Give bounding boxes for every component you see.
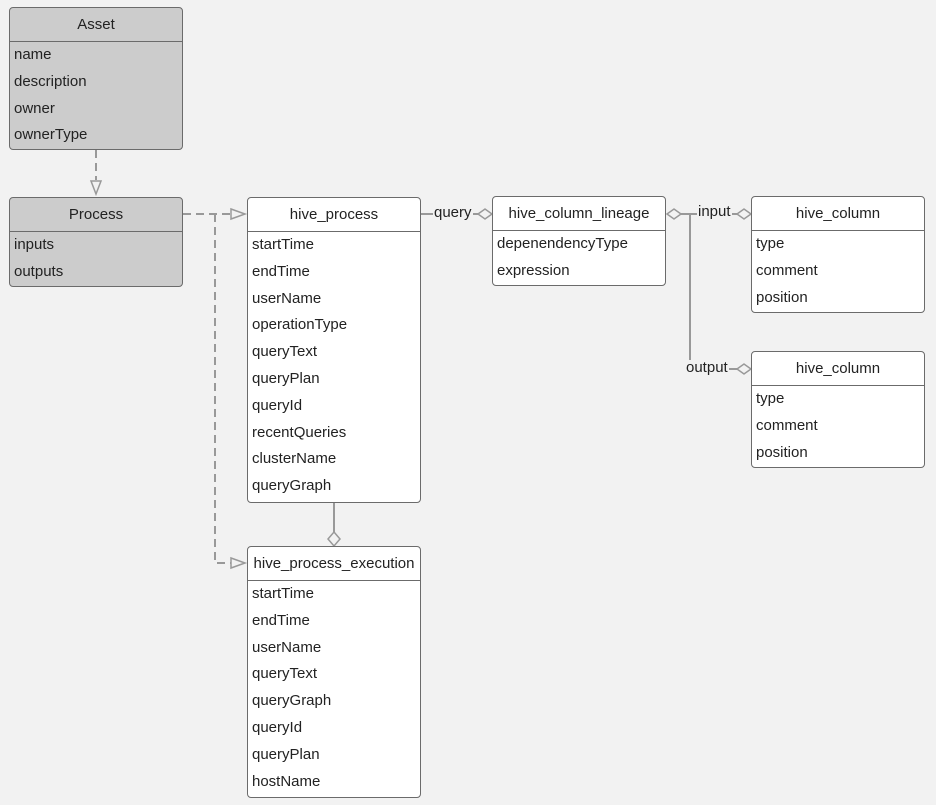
entity-asset-title: Asset [10, 8, 182, 42]
entity-hive-column-output-fields: type comment position [752, 386, 924, 466]
entity-field: queryId [252, 718, 303, 736]
asset-process-inheritance-arrow [89, 180, 103, 197]
entity-field: owner [14, 99, 55, 117]
entity-hive-column-input-title: hive_column [752, 197, 924, 231]
entity-field: startTime [252, 236, 314, 253]
entity-field: type [756, 390, 785, 407]
entity-field: expression [497, 261, 570, 279]
output-connector-line [681, 213, 738, 370]
entity-field: clusterName [252, 450, 337, 468]
entity-asset-fields: name description owner ownerType [10, 42, 182, 149]
entity-field: queryId [252, 396, 303, 414]
entity-field: ownerType [14, 126, 88, 144]
entity-field: outputs [14, 262, 64, 280]
entity-field: recentQueries [252, 423, 347, 441]
entity-field: queryPlan [252, 745, 320, 763]
query-aggregation-diamond [476, 208, 494, 220]
entity-field: operationType [252, 316, 348, 334]
execution-aggregation-diamond [327, 530, 341, 548]
entity-asset[interactable]: Asset name description owner ownerType [9, 7, 183, 150]
entity-hive-column-input[interactable]: hive_column type comment position [751, 196, 925, 313]
entity-process-title: Process [10, 198, 182, 232]
entity-field: queryGraph [252, 692, 332, 710]
entity-field: hostName [252, 772, 321, 790]
entity-field: comment [756, 261, 818, 279]
entity-field: queryPlan [252, 369, 320, 387]
entity-hive-process[interactable]: hive_process startTime endTime userName ope… [247, 197, 421, 503]
entity-field: userName [252, 638, 322, 656]
entity-hive-column-output[interactable]: hive_column type comment position [751, 351, 925, 468]
entity-field: userName [252, 289, 322, 307]
output-aggregation-diamond [735, 363, 753, 375]
entity-field: queryText [252, 665, 318, 683]
process-hive-process-execution-inheritance-line [214, 214, 231, 564]
input-aggregation-diamond-column [735, 208, 753, 220]
entity-hive-process-execution-title: hive_process_execution [248, 547, 420, 581]
process-hive-process-execution-inheritance-arrow [230, 556, 248, 570]
entity-field: startTime [252, 585, 314, 602]
entity-field: position [756, 288, 808, 306]
entity-hive-column-lineage-title: hive_column_lineage [493, 197, 665, 231]
entity-hive-column-output-title: hive_column [752, 352, 924, 386]
entity-hive-process-title: hive_process [248, 198, 420, 232]
input-aggregation-diamond-lineage [665, 208, 683, 220]
entity-field: inputs [14, 236, 55, 253]
query-label: query [433, 204, 473, 221]
entity-field: name [14, 46, 52, 63]
process-hive-process-inheritance-arrow [230, 207, 248, 221]
input-label: input [697, 203, 732, 220]
entity-process-fields: inputs outputs [10, 232, 182, 286]
entity-hive-process-execution[interactable]: hive_process_execution startTime endTime u… [247, 546, 421, 798]
entity-field: endTime [252, 262, 310, 280]
entity-field: depenendencyType [497, 235, 628, 252]
output-label: output [685, 359, 729, 376]
entity-field: comment [756, 416, 818, 434]
entity-field: type [756, 235, 785, 252]
entity-field: queryText [252, 343, 318, 361]
entity-field: endTime [252, 611, 310, 629]
entity-hive-column-lineage[interactable]: hive_column_lineage depenendencyType expr… [492, 196, 666, 286]
entity-hive-process-fields: startTime endTime userName operationType que… [248, 232, 420, 500]
entity-field: position [756, 443, 808, 461]
entity-field: queryGraph [252, 477, 332, 495]
entity-process[interactable]: Process inputs outputs [9, 197, 183, 287]
entity-hive-process-execution-fields: startTime endTime userName queryText queryGr… [248, 581, 420, 795]
entity-hive-column-lineage-fields: depenendencyType expression [493, 231, 665, 285]
entity-hive-column-input-fields: type comment position [752, 231, 924, 311]
entity-field: description [14, 72, 87, 90]
